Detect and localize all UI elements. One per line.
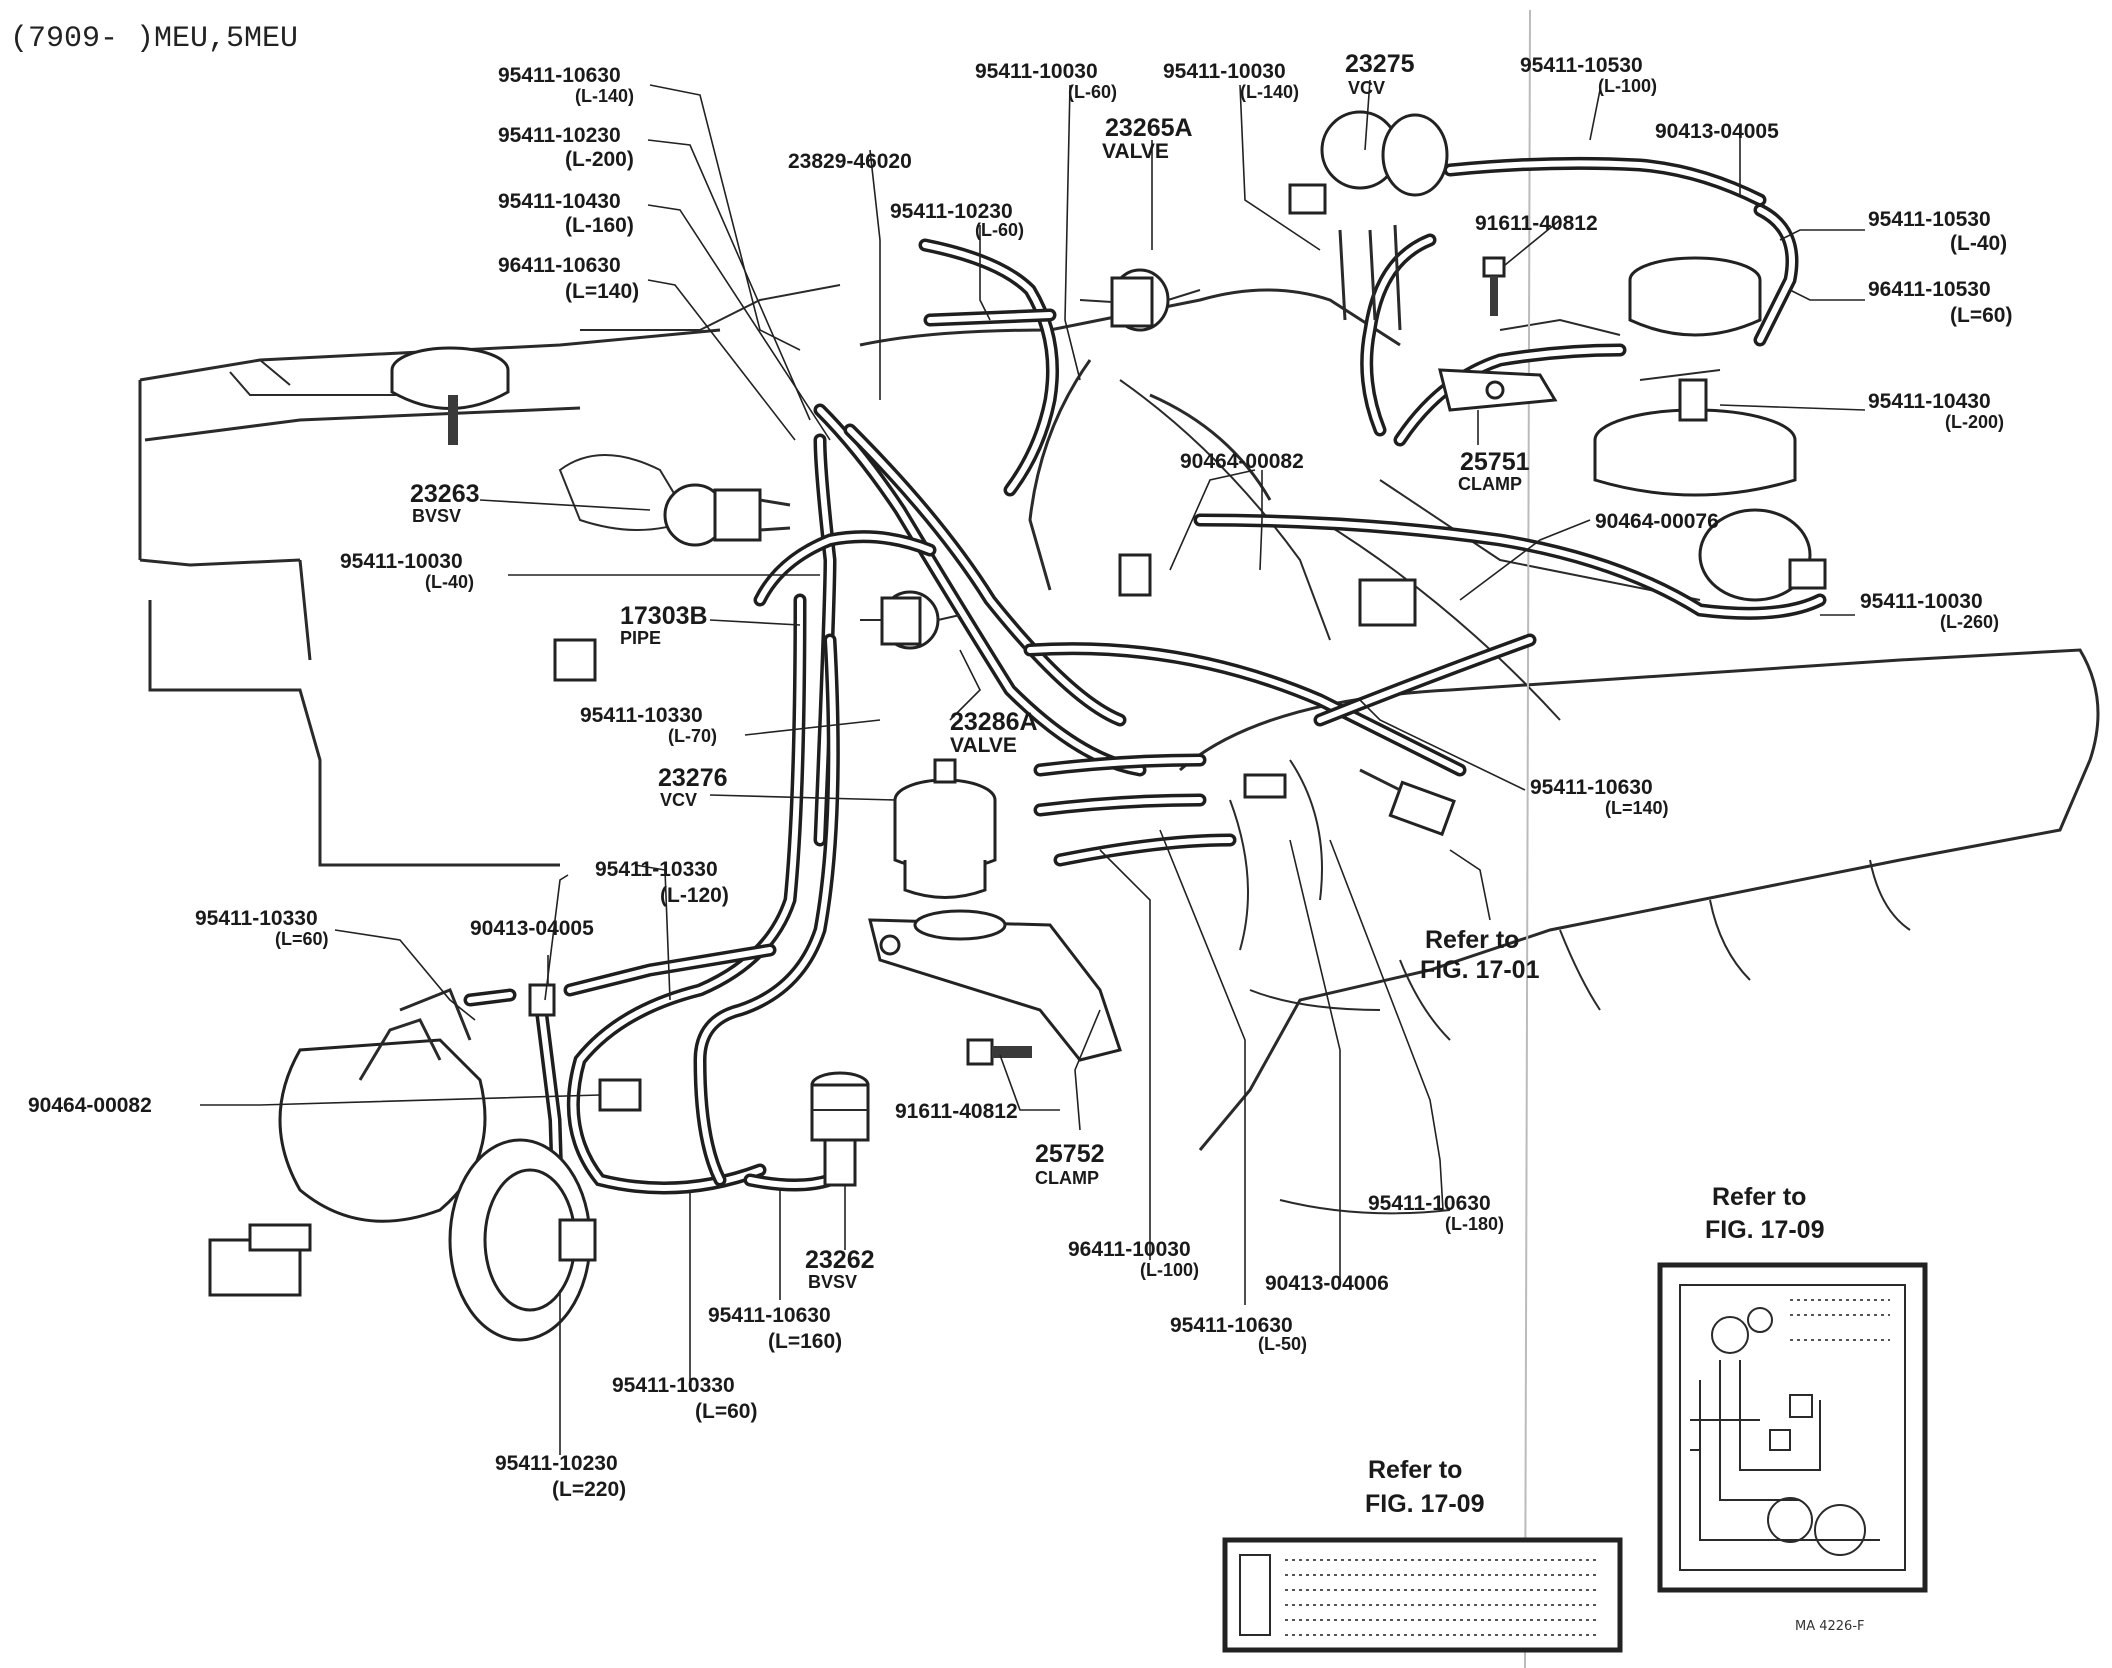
label-96411-10030-l100: 96411-10030 (L-100) (1068, 1238, 1199, 1280)
label-23265a-valve: 23265A VALVE (1102, 114, 1197, 163)
vcv-23275 (1288, 110, 1449, 331)
leader-lines (200, 79, 1866, 1455)
label-95411-10630-l160: 95411-10630 (L=160) (708, 1304, 842, 1353)
part-labels: 95411-10630 (L-140) 95411-10230 (L-200) … (28, 50, 2012, 1634)
label-95411-10530-l100: 95411-10530 (L-100) (1520, 54, 1657, 96)
label-95411-10330-l70: 95411-10330 (L-70) (580, 704, 717, 746)
label-95411-10630-l140: 95411-10630 (L-140) (498, 64, 634, 106)
label-90413-04005-lower: 90413-04005 (470, 917, 594, 940)
footer-code: MA 4226-F (1795, 1619, 1865, 1634)
label-95411-10230-l60: 95411-10230 (L-60) (890, 200, 1024, 240)
actuator-right (1698, 508, 1827, 602)
label-25752-clamp: 25752 CLAMP (1035, 1140, 1109, 1188)
label-95411-10030-l60: 95411-10030 (L-60) (975, 60, 1117, 102)
label-refer-fig-17-09-lower: Refer to FIG. 17-09 (1365, 1456, 1485, 1518)
label-refer-fig-17-09-upper: Refer to FIG. 17-09 (1705, 1183, 1825, 1244)
clamp-25751 (1438, 368, 1558, 412)
harness-clips (598, 553, 1417, 1112)
label-95411-10430-l160: 95411-10430 (L-160) (498, 190, 634, 237)
header-code: (7909- )MEU,5MEU (10, 22, 298, 56)
label-95411-10530-l40: 95411-10530 (L-40) (1868, 208, 2007, 255)
clamp-25752 (868, 909, 1122, 1062)
label-95411-10030-l40: 95411-10030 (L-40) (340, 550, 474, 592)
vcv-23276 (893, 758, 997, 899)
diaphragm-right (1593, 256, 1797, 497)
label-95411-10630-l140-right: 95411-10630 (L=140) (1530, 776, 1669, 818)
label-95411-10030-l140: 95411-10030 (L-140) (1163, 60, 1299, 102)
label-95411-10230-l200: 95411-10230 (L-200) (498, 124, 634, 171)
label-96411-10530-l60: 96411-10530 (L=60) (1868, 278, 2012, 327)
label-90464-00082-upper: 90464-00082 (1180, 450, 1304, 473)
label-95411-10630-l180: 95411-10630 (L-180) (1368, 1192, 1504, 1234)
label-refer-fig-17-01: Refer to FIG. 17-01 (1420, 926, 1540, 984)
label-23263-bvsv: 23263 BVSV (410, 480, 484, 526)
label-90464-00076: 90464-00076 (1595, 510, 1719, 533)
bvsv-23262 (810, 1071, 870, 1187)
bolt-91611-lower (966, 1038, 1032, 1066)
label-95411-10330-l60-lower: 95411-10330 (L=60) (612, 1374, 757, 1423)
label-90464-00082-lower: 90464-00082 (28, 1094, 152, 1117)
label-23829-46020: 23829-46020 (788, 150, 912, 173)
label-95411-10230-l220: 95411-10230 (L=220) (495, 1452, 626, 1501)
label-17303b-pipe: 17303B PIPE (620, 602, 712, 648)
label-90413-04005-upper: 90413-04005 (1655, 120, 1779, 143)
vacuum-hoses (463, 156, 1827, 1287)
valve-23265a (1079, 268, 1201, 332)
reference-box-vacuum-schematic (1657, 1262, 1928, 1593)
bolt-91611-upper (1482, 256, 1506, 316)
label-25751-clamp: 25751 CLAMP (1458, 448, 1534, 494)
valve-23286a (860, 590, 961, 650)
label-23276-vcv: 23276 VCV (658, 764, 732, 810)
label-91611-40812-upper: 91611-40812 (1475, 212, 1598, 235)
label-91611-40812-lower: 91611-40812 (895, 1100, 1018, 1123)
label-95411-10330-l120: 95411-10330 (L-120) (595, 858, 729, 907)
bvsv-23263 (663, 483, 791, 547)
label-23275-vcv: 23275 VCV (1345, 50, 1419, 98)
label-23286a-valve: 23286A VALVE (950, 708, 1042, 757)
label-95411-10030-l260: 95411-10030 (L-260) (1860, 590, 1999, 632)
sensor-right (1359, 768, 1456, 837)
label-95411-10630-l50: 95411-10630 (L-50) (1170, 1314, 1307, 1354)
label-90413-04006: 90413-04006 (1265, 1272, 1389, 1295)
t-fitting-90413-lower (528, 983, 556, 1017)
reference-box-emission-label (1222, 1537, 1623, 1653)
label-96411-10630-l140: 96411-10630 (L=140) (498, 254, 639, 303)
pipe-17303b-cap (553, 638, 597, 682)
label-23262-bvsv: 23262 BVSV (805, 1246, 879, 1292)
distributor (208, 988, 597, 1342)
label-95411-10430-l200: 95411-10430 (L-200) (1868, 390, 2004, 432)
label-95411-10330-l60-left: 95411-10330 (L=60) (195, 907, 329, 949)
